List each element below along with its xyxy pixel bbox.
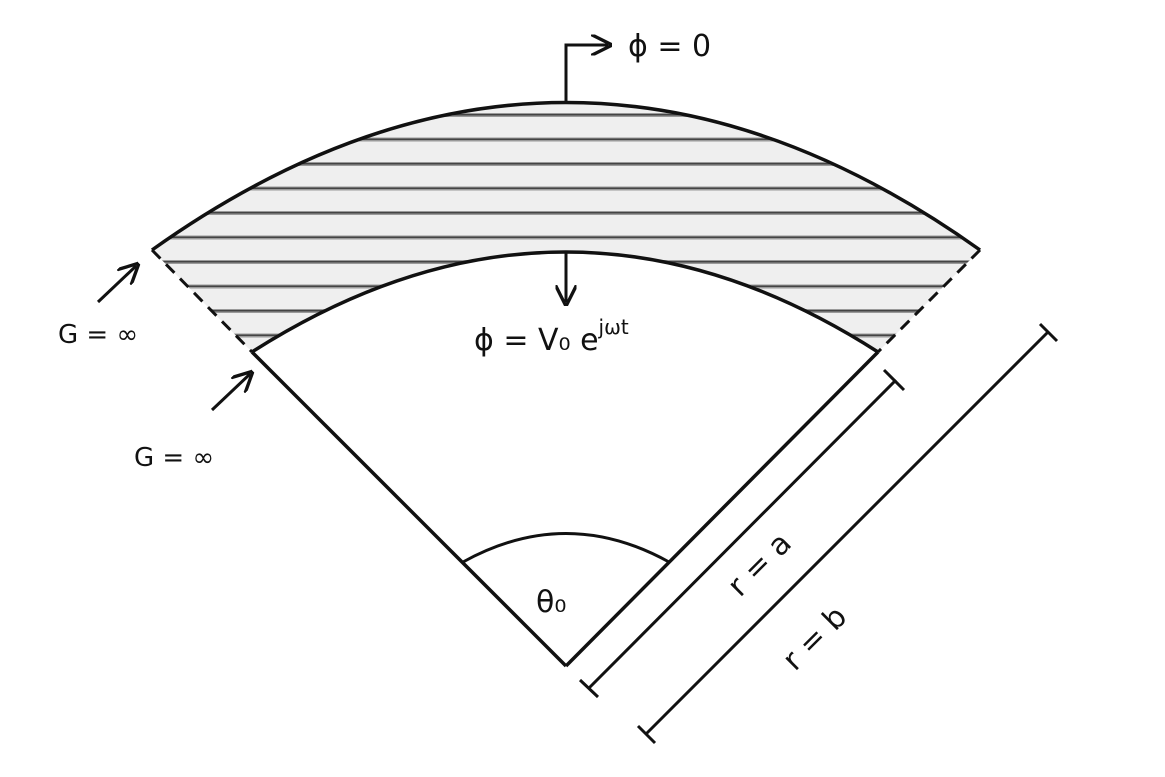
outer-radius-tick-start bbox=[636, 724, 657, 745]
conductivity-inner-label: G = ∞ bbox=[134, 443, 214, 473]
left-cone-side bbox=[250, 350, 568, 668]
angle-arc bbox=[462, 532, 670, 564]
right-dashed-boundary bbox=[876, 248, 982, 354]
inner-radius-tick-end bbox=[882, 368, 906, 392]
left-dashed-boundary bbox=[150, 248, 254, 354]
outer-radius-dimension-line bbox=[644, 330, 1050, 736]
outer-radius-label: r = b bbox=[776, 599, 854, 677]
conductivity-outer-label: G = ∞ bbox=[58, 320, 138, 350]
inner-potential-base: ϕ = V₀ e bbox=[474, 323, 599, 358]
inner-potential-exponent: jωt bbox=[598, 315, 629, 339]
conductivity-inner-arrow bbox=[210, 374, 250, 412]
conductivity-outer-arrow bbox=[96, 266, 136, 304]
inner-potential-label: ϕ = V₀ ejωt bbox=[474, 315, 629, 358]
outer-radius-tick-end bbox=[1038, 322, 1059, 343]
angle-label: θ₀ bbox=[536, 585, 566, 620]
inner-radius-dimension-line bbox=[587, 378, 898, 690]
right-cone-side bbox=[564, 350, 880, 668]
conducting-shell-region bbox=[152, 102, 980, 352]
inner-radius-tick-start bbox=[578, 678, 600, 699]
outer-potential-lead bbox=[564, 45, 608, 103]
outer-potential-label: ϕ = 0 bbox=[628, 29, 711, 64]
